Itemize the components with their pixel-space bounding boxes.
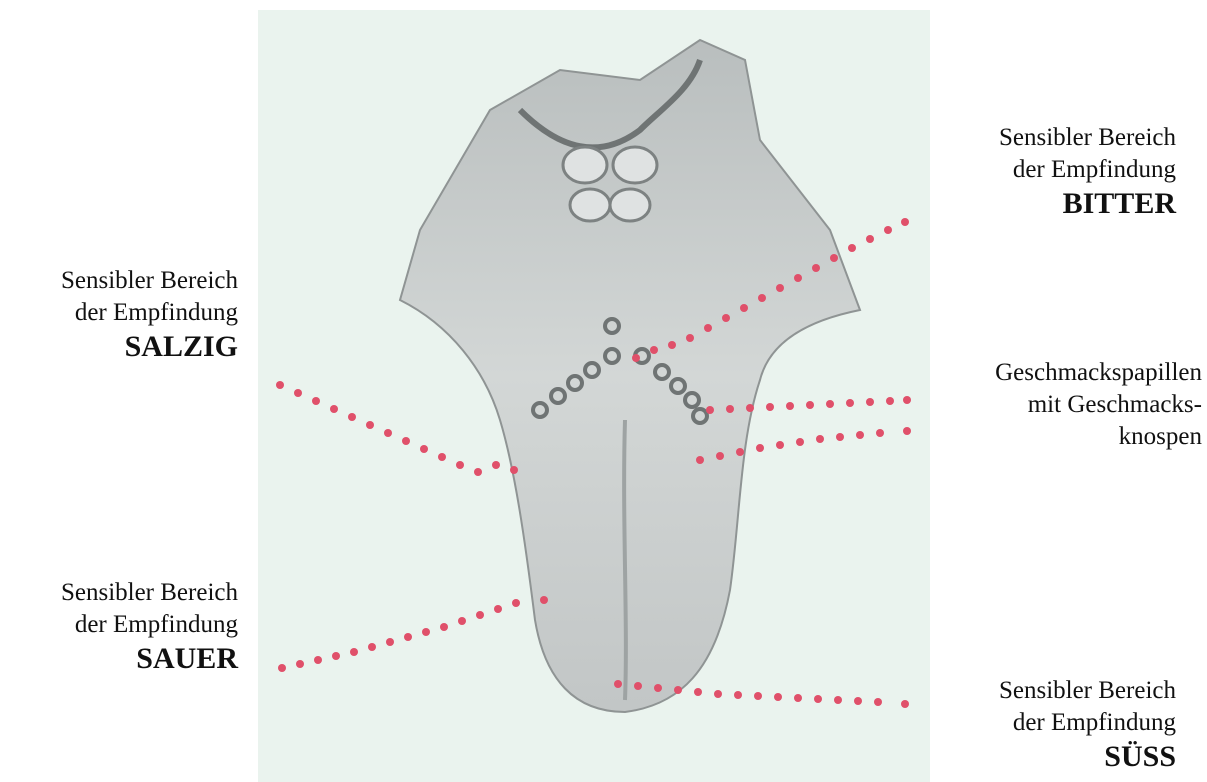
label-sauer-line1: Sensibler Bereich	[61, 579, 238, 606]
label-bitter-line2: der Empfindung	[1013, 156, 1176, 183]
label-sauer: Sensibler Bereich der Empfindung SAUER	[0, 577, 238, 677]
label-sauer-line2: der Empfindung	[75, 611, 238, 638]
label-salzig-line1: Sensibler Bereich	[61, 267, 238, 294]
tongue-body	[400, 40, 860, 712]
root-fold-right	[613, 147, 657, 183]
label-papillen-line1: Geschmackspapillen	[995, 359, 1202, 386]
label-suess-line1: Sensibler Bereich	[999, 677, 1176, 704]
label-suess: Sensibler Bereich der Empfindung SÜSS	[918, 675, 1176, 775]
label-salzig: Sensibler Bereich der Empfindung SALZIG	[0, 265, 238, 365]
label-bitter-line1: Sensibler Bereich	[999, 124, 1176, 151]
root-fold-center-left	[570, 189, 610, 221]
label-papillen-line2: mit Geschmacks-	[1028, 391, 1202, 418]
label-sauer-taste: SAUER	[0, 641, 238, 677]
label-suess-line2: der Empfindung	[1013, 709, 1176, 736]
label-salzig-taste: SALZIG	[0, 329, 238, 365]
label-salzig-line2: der Empfindung	[75, 299, 238, 326]
root-fold-center-right	[610, 189, 650, 221]
label-papillen-line3: knospen	[1119, 423, 1202, 450]
median-sulcus	[624, 420, 626, 700]
label-papillen: Geschmackspapillen mit Geschmacks- knosp…	[908, 357, 1202, 453]
root-fold-left	[563, 147, 607, 183]
label-bitter: Sensibler Bereich der Empfindung BITTER	[918, 122, 1176, 222]
label-suess-taste: SÜSS	[918, 739, 1176, 775]
label-bitter-taste: BITTER	[918, 186, 1176, 222]
